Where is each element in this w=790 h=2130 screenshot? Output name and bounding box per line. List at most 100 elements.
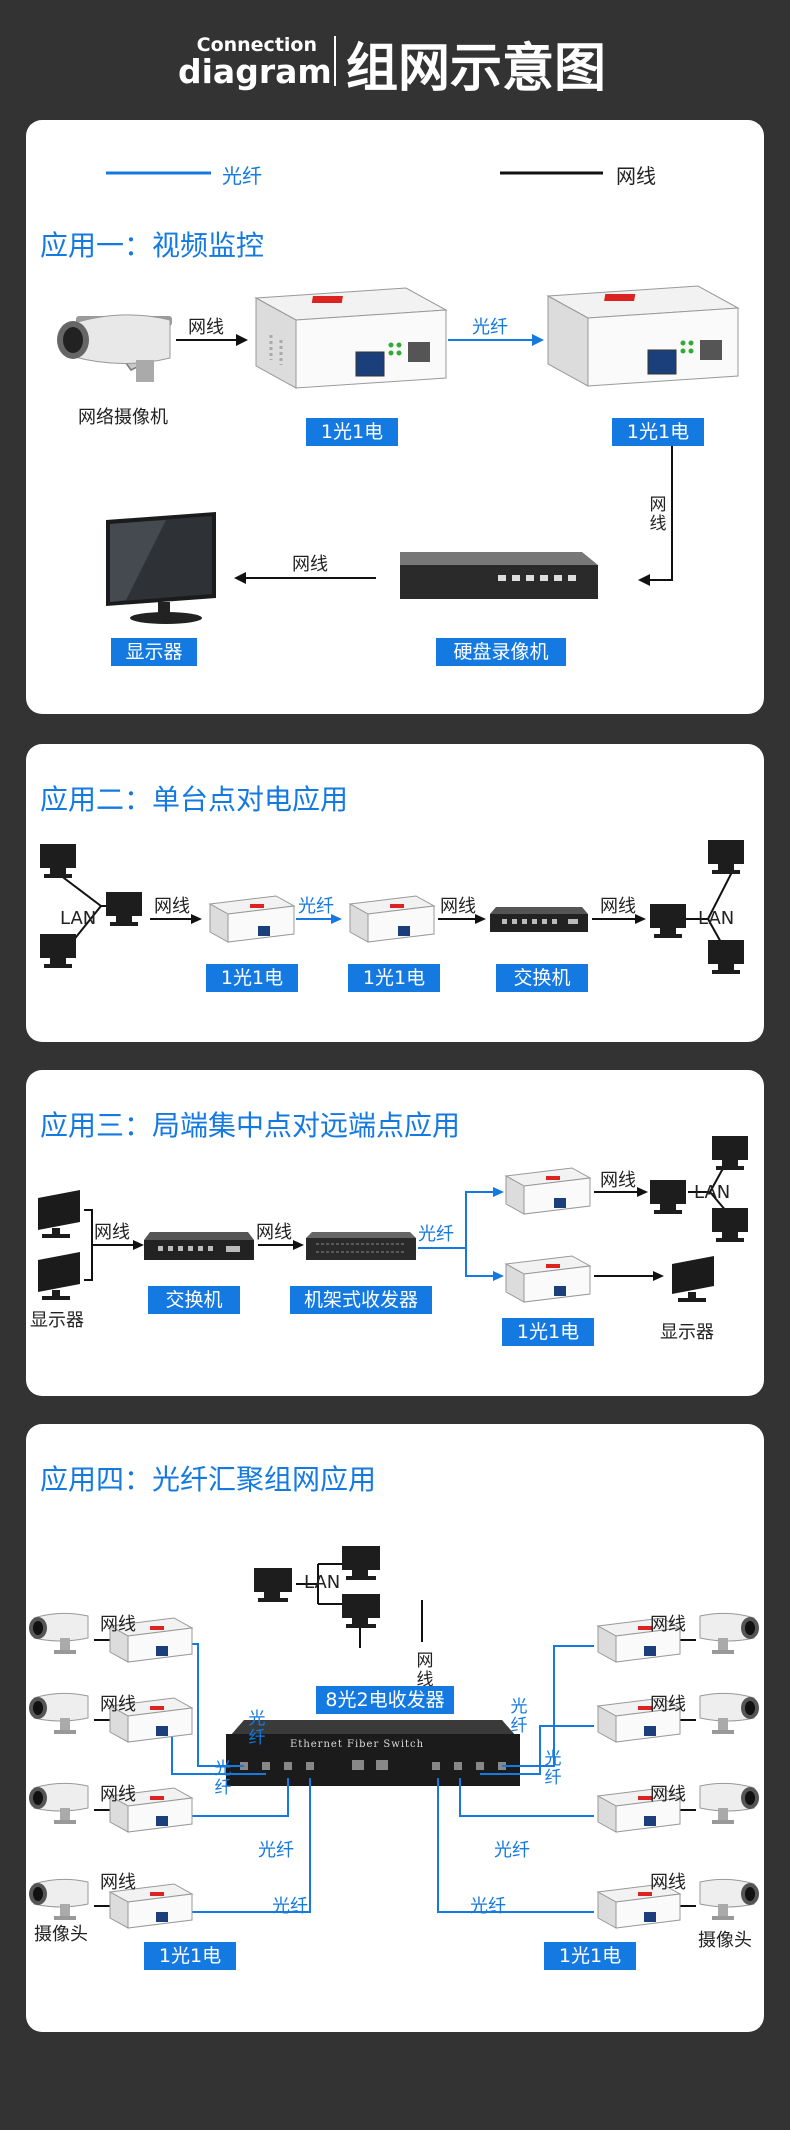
header-en-line1: Connection bbox=[196, 34, 317, 56]
cable-label: 网线 bbox=[154, 896, 190, 917]
converter-tag: 1光1电 bbox=[348, 964, 440, 992]
converter-tag: 1光1电 bbox=[206, 964, 298, 992]
app1-title: 应用一：视频监控 bbox=[40, 229, 265, 262]
fiber-label: 光纤 bbox=[494, 1840, 530, 1861]
fiber-converter-device bbox=[208, 895, 296, 943]
switch-faceplate-text: Ethernet Fiber Switch bbox=[290, 1739, 425, 1750]
fiber-converter-device bbox=[504, 1167, 592, 1215]
fiber-label: 光纤 bbox=[258, 1840, 294, 1861]
monitor-icon bbox=[672, 1256, 714, 1302]
fiber-label: 光纤 bbox=[418, 1224, 454, 1245]
camera-icon bbox=[699, 1878, 759, 1920]
fiber-label-vertical: 光纤 bbox=[248, 1709, 266, 1748]
app3-diagram bbox=[38, 1136, 748, 1303]
monitor-icon bbox=[38, 1190, 80, 1300]
fiber-label-vertical: 光纤 bbox=[214, 1759, 232, 1798]
page-title: 组网示意图 bbox=[346, 39, 607, 99]
cable-label: 网线 bbox=[188, 317, 224, 338]
cable-label: 网线 bbox=[600, 1170, 636, 1191]
lan-label: LAN bbox=[60, 908, 97, 929]
camera-icon bbox=[29, 1692, 89, 1734]
fiber-switch-tag: 8光2电收发器 bbox=[316, 1686, 454, 1714]
fiber-switch-device bbox=[226, 1720, 520, 1786]
converter-tag: 1光1电 bbox=[144, 1942, 236, 1970]
switch-tag: 交换机 bbox=[148, 1286, 240, 1314]
camera-icon bbox=[699, 1612, 759, 1654]
switch-tag: 交换机 bbox=[496, 964, 588, 992]
header-divider bbox=[334, 36, 336, 86]
cable-label: 网线 bbox=[650, 1614, 686, 1635]
panel-app3: 应用三：局端集中点对远端点应用 网线 网线 光纤 网线 LAN 显示器 交换机 … bbox=[26, 1070, 764, 1396]
panel-app2: 应用二：单台点对电应用 LAN LAN 网线 光纤 网线 网线 1光1电 1光1… bbox=[26, 744, 764, 1042]
app2-title: 应用二：单台点对电应用 bbox=[40, 783, 349, 816]
monitor-label: 显示器 bbox=[30, 1310, 84, 1331]
monitor-tag: 显示器 bbox=[111, 638, 197, 666]
fiber-label-vertical: 光纤 bbox=[544, 1749, 562, 1788]
fiber-converter-device bbox=[254, 287, 448, 389]
cable-label: 网线 bbox=[292, 554, 328, 575]
fiber-label: 光纤 bbox=[472, 317, 508, 338]
app2-diagram bbox=[40, 840, 744, 974]
cable-label: 网线 bbox=[100, 1872, 136, 1893]
app4-title: 应用四：光纤汇聚组网应用 bbox=[40, 1463, 377, 1496]
camera-icon bbox=[57, 314, 172, 382]
camera-icon bbox=[699, 1692, 759, 1734]
legend-cable-label: 网线 bbox=[616, 164, 656, 188]
fiber-converter-device bbox=[504, 1255, 592, 1303]
cable-label: 网线 bbox=[600, 896, 636, 917]
rack-converter-device bbox=[306, 1232, 416, 1260]
panel-app1: 光纤 网线 应用一：视频监控 网线 光纤 网络摄像机 1光1电 1光1电 网线 … bbox=[26, 120, 764, 714]
nvr-tag: 硬盘录像机 bbox=[436, 638, 566, 666]
fiber-converter-device bbox=[108, 1883, 194, 1929]
fiber-converter-device bbox=[108, 1697, 194, 1743]
camera-icon bbox=[29, 1878, 89, 1920]
app4-device-layer bbox=[29, 1612, 759, 1929]
fiber-label: 光纤 bbox=[470, 1896, 506, 1917]
fiber-converter-device bbox=[596, 1787, 682, 1833]
camera-label: 摄像头 bbox=[698, 1930, 752, 1951]
cable-label: 网线 bbox=[100, 1694, 136, 1715]
lan-label: LAN bbox=[698, 908, 735, 929]
lan-label: LAN bbox=[694, 1182, 731, 1203]
fiber-converter-device bbox=[596, 1697, 682, 1743]
converter-tag: 1光1电 bbox=[612, 418, 704, 446]
monitor-label: 显示器 bbox=[660, 1322, 714, 1343]
cable-label-vertical: 网线 bbox=[416, 1651, 434, 1690]
cable-label: 网线 bbox=[650, 1784, 686, 1805]
fiber-converter-device bbox=[348, 895, 436, 943]
camera-icon bbox=[29, 1782, 89, 1824]
fiber-converter-device bbox=[546, 285, 740, 387]
switch-device bbox=[144, 1232, 254, 1260]
cable-label: 网线 bbox=[100, 1784, 136, 1805]
monitor-icon bbox=[106, 512, 216, 624]
fiber-label: 光纤 bbox=[298, 896, 334, 917]
app3-title: 应用三：局端集中点对远端点应用 bbox=[40, 1109, 461, 1142]
camera-icon bbox=[29, 1612, 89, 1654]
fiber-converter-device bbox=[596, 1617, 682, 1663]
converter-tag: 1光1电 bbox=[502, 1318, 594, 1346]
converter-tag: 1光1电 bbox=[544, 1942, 636, 1970]
cable-label: 网线 bbox=[650, 1872, 686, 1893]
cable-label: 网线 bbox=[650, 1694, 686, 1715]
camera-icon bbox=[699, 1782, 759, 1824]
fiber-label: 光纤 bbox=[272, 1896, 308, 1917]
cable-label: 网线 bbox=[100, 1614, 136, 1635]
header-en-line2: diagram bbox=[178, 52, 332, 91]
fiber-converter-device bbox=[596, 1883, 682, 1929]
switch-device bbox=[490, 907, 588, 932]
fiber-label-vertical: 光纤 bbox=[510, 1697, 528, 1736]
legend-fiber-label: 光纤 bbox=[222, 164, 262, 188]
fiber-converter-device bbox=[108, 1617, 194, 1663]
app1-diagram bbox=[57, 171, 740, 624]
cable-label: 网线 bbox=[94, 1222, 130, 1243]
app4-diagram bbox=[150, 1546, 594, 1913]
cable-label: 网线 bbox=[256, 1222, 292, 1243]
camera-label: 网络摄像机 bbox=[78, 407, 168, 428]
panel-app4: 应用四：光纤汇聚组网应用 LAN 网线 8光2电收发器 Ethernet Fib… bbox=[26, 1424, 764, 2032]
fiber-converter-device bbox=[108, 1787, 194, 1833]
converter-tag: 1光1电 bbox=[306, 418, 398, 446]
cable-label-vertical: 网线 bbox=[649, 495, 667, 534]
cable-label: 网线 bbox=[440, 896, 476, 917]
rack-tag: 机架式收发器 bbox=[290, 1286, 432, 1314]
lan-label: LAN bbox=[304, 1572, 341, 1593]
